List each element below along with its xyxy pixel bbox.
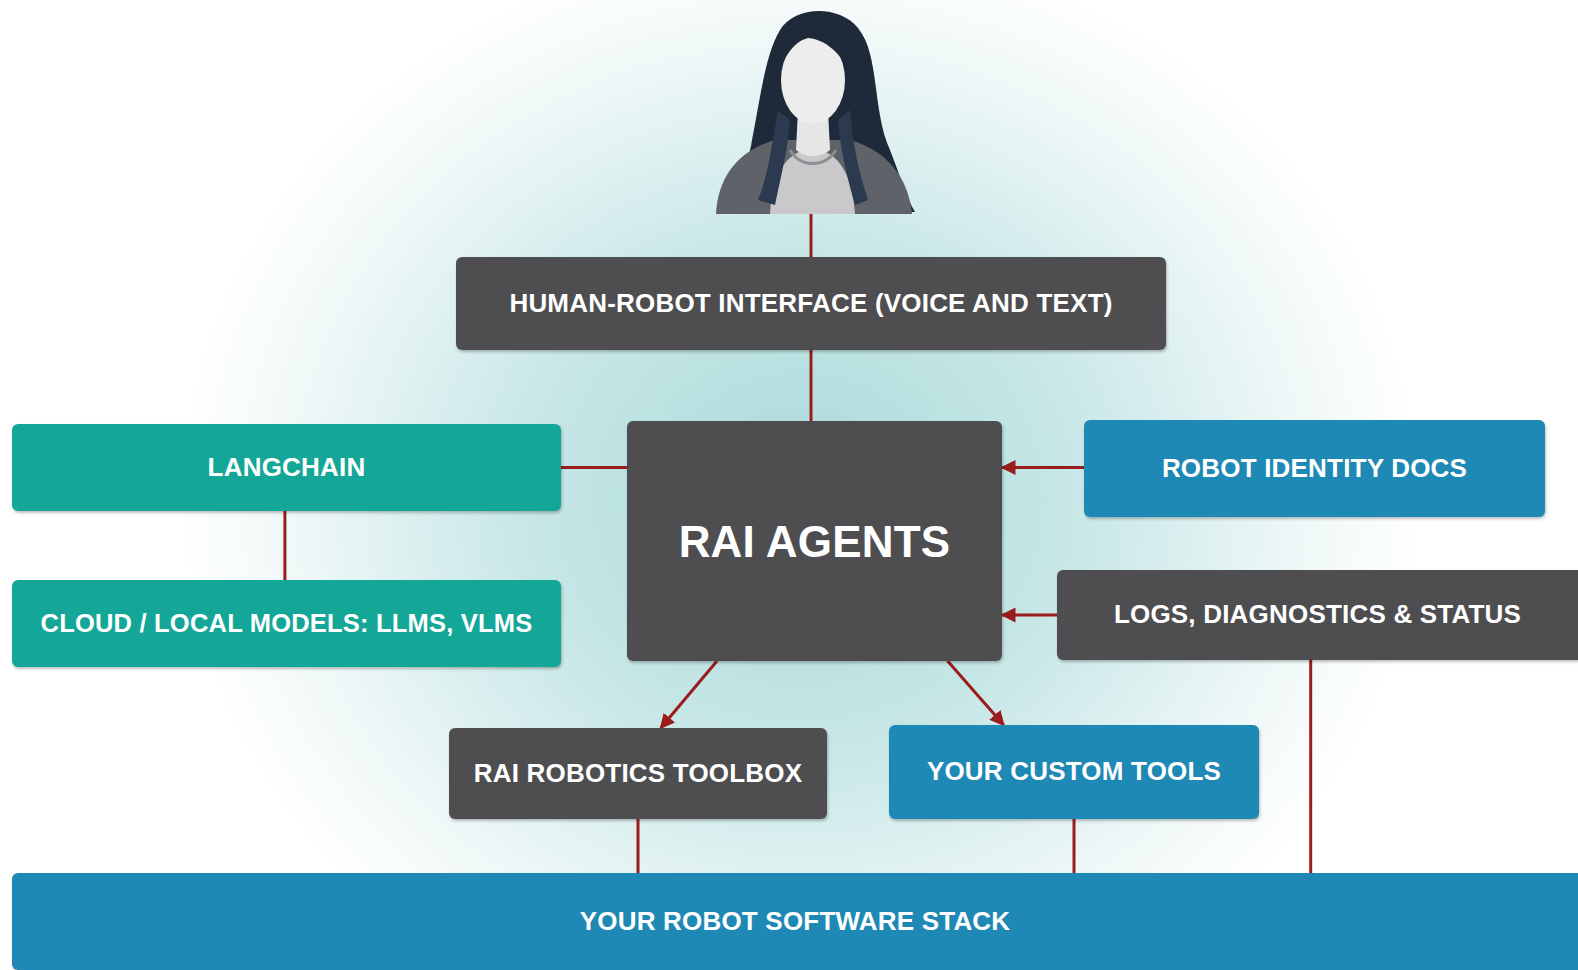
box-label: LANGCHAIN <box>208 452 366 483</box>
person-link-line <box>810 212 813 257</box>
agent-box: RAI AGENTS <box>627 421 1002 661</box>
custom-tools-box: YOUR CUSTOM TOOLS <box>889 725 1259 819</box>
connector-line <box>661 661 717 728</box>
connector-line <box>283 511 286 580</box>
framework-box: LANGCHAIN <box>12 424 561 511</box>
box-label: RAI ROBOTICS TOOLBOX <box>474 758 803 789</box>
box-label: CLOUD / LOCAL MODELS: LLMS, VLMS <box>41 608 533 639</box>
toolbox-box: RAI ROBOTICS TOOLBOX <box>449 728 827 819</box>
connector-line <box>948 661 1004 725</box>
box-label: ROBOT IDENTITY DOCS <box>1162 453 1467 484</box>
connector-line <box>810 350 813 421</box>
connector-line <box>1073 819 1076 873</box>
software-stack-band: YOUR ROBOT SOFTWARE STACK <box>12 873 1578 970</box>
interface-box: HUMAN-ROBOT INTERFACE (VOICE AND TEXT) <box>456 257 1166 350</box>
box-label: RAI AGENTS <box>657 514 972 569</box>
connector-line <box>1309 660 1312 873</box>
docs-box: ROBOT IDENTITY DOCS <box>1084 420 1545 517</box>
connector-line <box>561 466 627 469</box>
status-box: LOGS, DIAGNOSTICS & STATUS <box>1057 570 1578 660</box>
hair-strand <box>838 110 868 205</box>
connector-line <box>1002 466 1084 469</box>
hair-strand <box>758 110 790 205</box>
connector-line <box>637 819 640 873</box>
box-label: HUMAN-ROBOT INTERFACE (VOICE AND TEXT) <box>509 288 1112 319</box>
box-label: LOGS, DIAGNOSTICS & STATUS <box>1114 599 1521 630</box>
box-label: YOUR CUSTOM TOOLS <box>927 756 1221 787</box>
models-box: CLOUD / LOCAL MODELS: LLMS, VLMS <box>12 580 561 667</box>
connector-line <box>1002 614 1057 617</box>
box-label: YOUR ROBOT SOFTWARE STACK <box>580 906 1011 937</box>
hair-front <box>778 24 853 80</box>
